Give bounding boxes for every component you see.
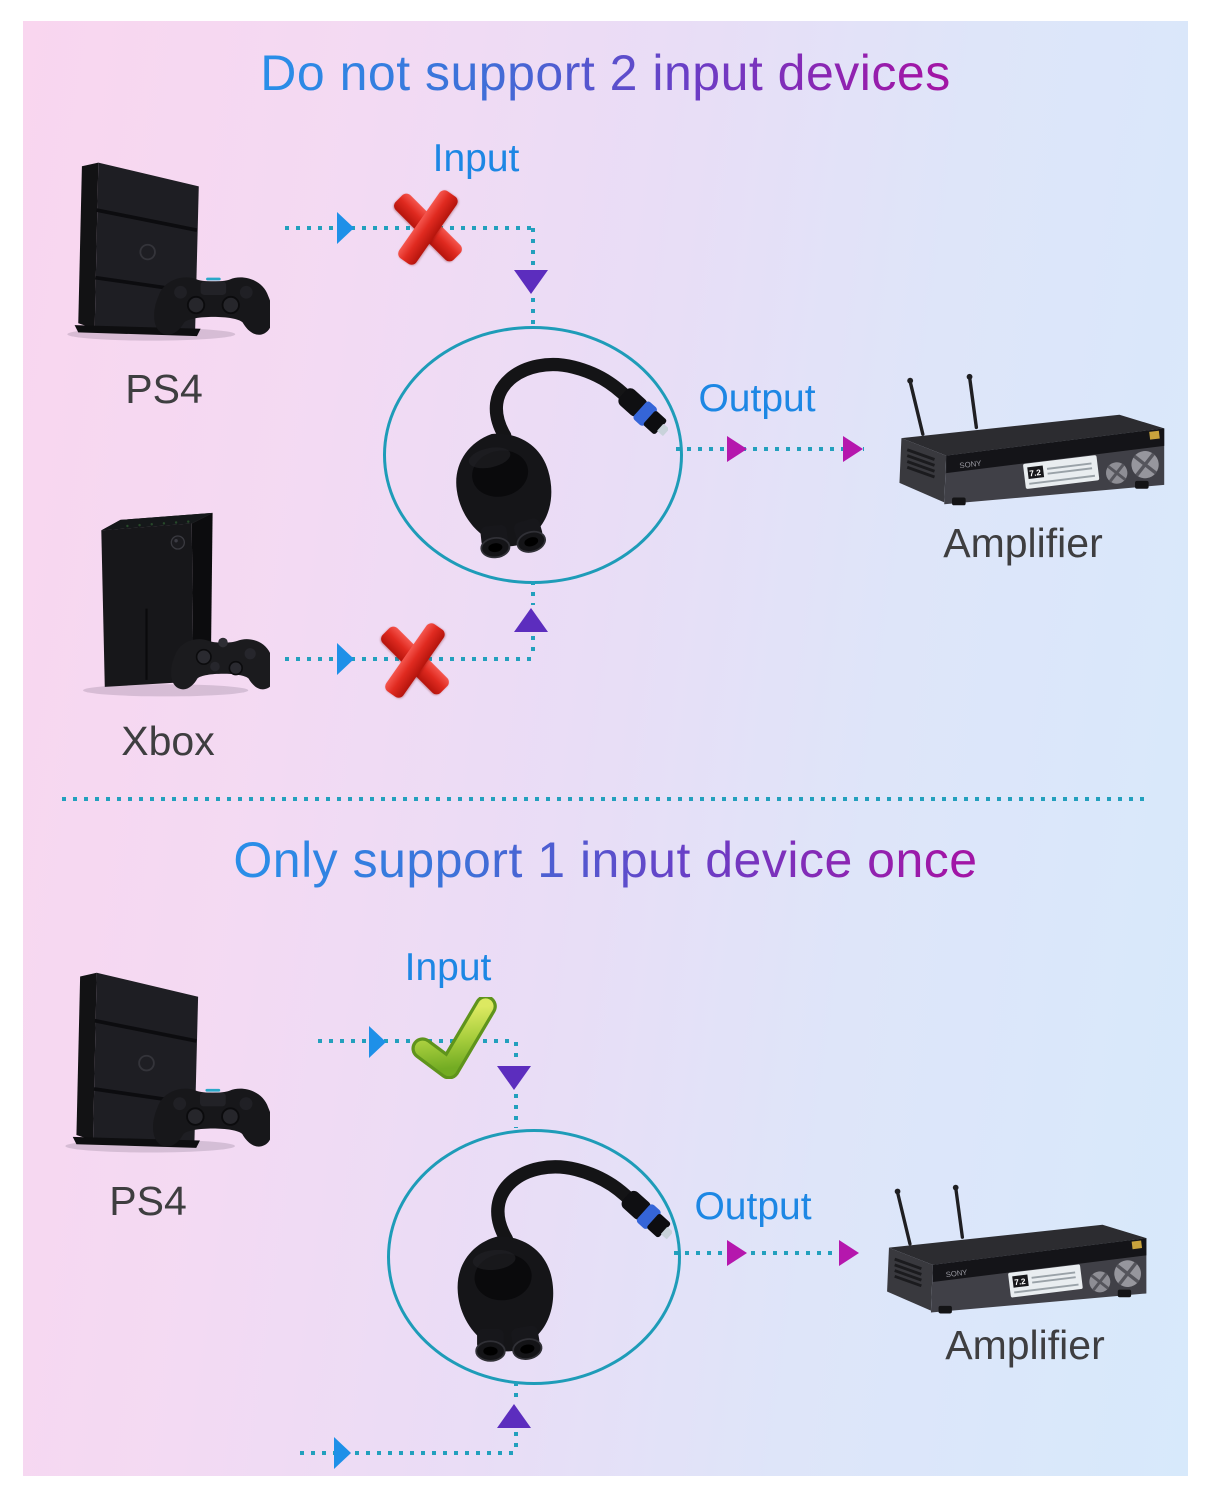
- optical-splitter-illustration-top: [456, 357, 668, 559]
- amp-display-text: 7.2: [1014, 1277, 1027, 1287]
- magenta-arrowhead-icon: [843, 436, 863, 462]
- dotted-line-output-bottom: [674, 1251, 860, 1255]
- magenta-arrowhead-icon: [839, 1240, 859, 1266]
- dotted-line-down-bottom: [514, 1042, 518, 1064]
- splitter-body: [457, 1236, 554, 1362]
- amp-display-text: 7.2: [1029, 468, 1042, 478]
- dotted-line-up-bottom: [514, 1382, 518, 1402]
- dotted-line-feeder-bottom: [300, 1451, 516, 1455]
- amp-brand-text: SONY: [959, 459, 983, 471]
- ps4-label-top: PS4: [125, 366, 203, 412]
- violet-down-arrowhead-icon: [514, 270, 548, 294]
- xbox-top-vents: [126, 520, 190, 528]
- section2-title: Only support 1 input device once: [0, 831, 1211, 889]
- xbox-label: Xbox: [121, 718, 215, 764]
- amp-knobs: [1105, 450, 1159, 484]
- dotted-line-down-bottom2: [514, 1094, 518, 1128]
- blue-arrowhead-icon: [334, 1437, 351, 1469]
- magenta-arrowhead-icon: [727, 1240, 747, 1266]
- input-label-top: Input: [432, 137, 520, 180]
- ps4-console-illustration-bottom: [65, 972, 270, 1153]
- dotted-line-output-top: [676, 447, 864, 451]
- blue-arrowhead-icon: [369, 1026, 386, 1058]
- splitter-circle-bottom: [387, 1129, 681, 1385]
- ps4-controller-icon: [154, 277, 270, 335]
- amplifier-label-top: Amplifier: [943, 520, 1103, 566]
- section-divider: [62, 797, 1150, 801]
- ps4-console-illustration: [67, 162, 270, 341]
- output-label-top: Output: [698, 377, 816, 420]
- section1-title-text: Do not support 2 input devices: [260, 45, 951, 101]
- dotted-line-down-top: [531, 228, 535, 268]
- red-cross-icon: [378, 620, 452, 701]
- xbox-controller-icon: [171, 637, 270, 690]
- optical-splitter-illustration-bottom: [457, 1160, 672, 1362]
- splitter-body: [456, 433, 552, 559]
- green-check-icon: [411, 997, 497, 1079]
- dotted-line-up-xbox: [531, 581, 535, 605]
- amp-knobs: [1089, 1260, 1141, 1293]
- output-label-bottom: Output: [694, 1185, 812, 1228]
- input-label-bottom: Input: [404, 946, 492, 989]
- xbox-power-button-icon: [170, 535, 185, 550]
- section1-title: Do not support 2 input devices: [0, 44, 1211, 102]
- violet-down-arrowhead-icon: [497, 1066, 531, 1090]
- amplifier-label-bottom: Amplifier: [945, 1322, 1105, 1368]
- blue-arrowhead-icon: [337, 643, 354, 675]
- toslink-connector-icon: [621, 1190, 672, 1240]
- amplifier-illustration-bottom: SONY 7.2: [887, 1184, 1147, 1314]
- dotted-line-up-xbox2: [531, 636, 535, 658]
- magenta-arrowhead-icon: [727, 436, 747, 462]
- violet-up-arrowhead-icon: [514, 608, 548, 632]
- blue-arrowhead-icon: [337, 212, 354, 244]
- red-cross-icon: [391, 187, 465, 268]
- ps4-controller-icon: [153, 1088, 270, 1147]
- ps4-label-bottom: PS4: [109, 1178, 187, 1224]
- toslink-connector-icon: [618, 388, 668, 436]
- xbox-console-illustration: [83, 512, 270, 697]
- violet-up-arrowhead-icon: [497, 1404, 531, 1428]
- dotted-line-up-bottom2: [514, 1432, 518, 1451]
- dotted-line-down-top2: [531, 298, 535, 326]
- dotted-line-ps4-top: [285, 226, 533, 230]
- amplifier-illustration-top: SONY 7.2: [899, 373, 1165, 506]
- section2-title-text: Only support 1 input device once: [233, 832, 978, 888]
- amp-brand-text: SONY: [945, 1268, 968, 1280]
